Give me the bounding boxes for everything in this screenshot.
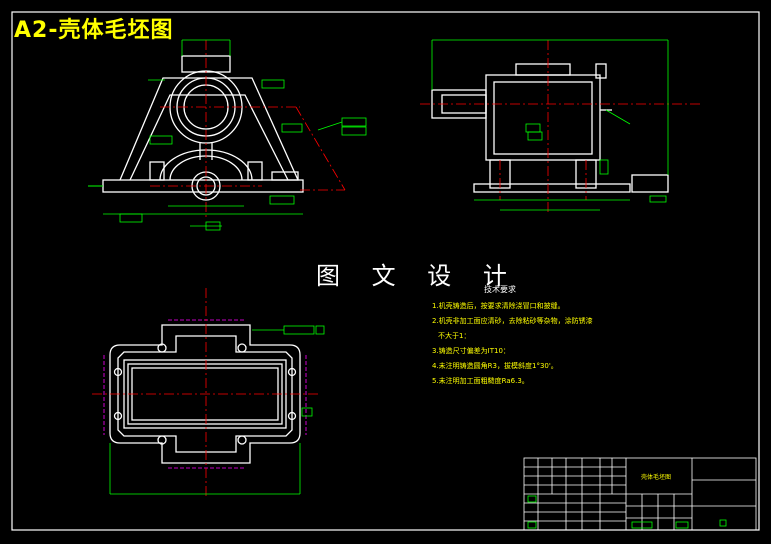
note-line: 3.铸造尺寸偏差为IT10：: [432, 347, 510, 355]
top-view-centerlines: [92, 288, 318, 498]
sheet-border: [11, 11, 760, 531]
watermark-text: 图 文 设 计: [316, 262, 519, 290]
side-view-dimensions: [431, 39, 669, 211]
note-line: 5.未注明加工面粗糙度Ra6.3。: [432, 377, 529, 385]
front-view-centerlines: [150, 40, 346, 220]
note-line: 不大于1：: [438, 332, 471, 340]
drawing-title: A2-壳体毛坯图: [14, 18, 174, 43]
notes-heading: 技术要求: [484, 285, 516, 294]
title-block: [523, 457, 757, 531]
top-view-hidden: [103, 319, 307, 469]
technical-requirements: 技术要求 1.机壳铸造后，按要求清除浇冒口和披缝。 2.机壳非加工面应清砂，去除…: [432, 282, 593, 389]
top-view-dimensions: [109, 325, 325, 495]
note-line: 2.机壳非加工面应清砂，去除粘砂等杂物，涂防锈漆: [432, 317, 593, 325]
side-view-centerlines: [420, 40, 700, 215]
front-view-dimensions: [103, 39, 367, 231]
note-line: 4.未注明铸造圆角R3，拔模斜度1°30'。: [432, 362, 558, 370]
side-view: [431, 63, 669, 193]
note-line: 1.机壳铸造后，按要求清除浇冒口和披缝。: [432, 302, 565, 310]
title-block-marks: [527, 495, 727, 529]
title-block-part-name: 壳体毛坯图: [641, 474, 672, 481]
front-view: [88, 55, 304, 201]
